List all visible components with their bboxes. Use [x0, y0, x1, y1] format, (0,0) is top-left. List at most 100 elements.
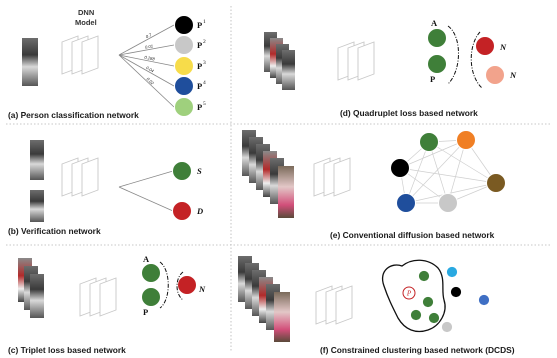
dcds-node-7 — [478, 294, 490, 306]
dcds-nodes — [410, 266, 490, 333]
edge-prob-3: 0.288 — [144, 55, 156, 62]
edge-prob-1: 0.7 — [145, 32, 153, 39]
node-anchor-d — [427, 28, 447, 48]
panel-d-quadruplet: A P N N (d) Quadruplet loss based networ… — [264, 18, 517, 118]
label-s: S — [197, 166, 202, 176]
label-anchor-c: A — [143, 254, 150, 264]
diffusion-node-4 — [486, 173, 506, 193]
dnn-layers-icon-b — [61, 157, 99, 197]
panel-dividers — [6, 6, 551, 352]
class-sup-1: 1 — [203, 19, 206, 25]
class-edge-2 — [118, 44, 175, 56]
person-image-b1 — [30, 140, 44, 180]
label-negative-d2: N — [509, 70, 517, 80]
class-edge-1 — [118, 24, 175, 56]
mesh-edge — [399, 139, 467, 169]
margin-arc-c1 — [159, 261, 169, 309]
label-d: D — [196, 206, 203, 216]
mesh-edge — [399, 167, 497, 184]
person-image-a — [22, 38, 38, 86]
diffusion-nodes — [390, 130, 506, 213]
node-positive-d — [427, 54, 447, 74]
class-sup-2: 2 — [203, 39, 206, 45]
node-s — [172, 161, 192, 181]
label-anchor-d: A — [431, 18, 438, 28]
dnn-layers-icon — [61, 35, 99, 75]
class-edge-5 — [118, 54, 175, 108]
label-probe: P — [406, 290, 412, 298]
dnn-layers-icon-d — [337, 41, 375, 81]
caption-b: (b) Verification network — [8, 226, 101, 236]
margin-arc-c2 — [176, 271, 184, 301]
person-image-c3 — [30, 274, 44, 318]
diffusion-node-1 — [419, 132, 439, 152]
node-negative-d1 — [475, 36, 495, 56]
margin-arc-d2 — [470, 31, 483, 89]
dnn-layers-icon-c — [79, 277, 117, 317]
panel-f-dcds: P (f) Constrained clustering based netwo… — [238, 256, 515, 355]
diffusion-node-6 — [438, 193, 458, 213]
dcds-node-2 — [422, 296, 434, 308]
dnn-layers-icon-f — [315, 285, 353, 325]
node-d — [172, 201, 192, 221]
dcds-node-1 — [418, 270, 430, 282]
dcds-node-6 — [450, 286, 462, 298]
edge-prob-4: 0.04 — [145, 65, 155, 74]
class-label-5: P — [197, 102, 202, 112]
class-label-4: P — [197, 81, 202, 91]
class-sup-5: 5 — [203, 101, 206, 107]
class-label-1: P — [197, 20, 202, 30]
caption-d: (d) Quadruplet loss based network — [340, 108, 478, 118]
class-node-5 — [174, 97, 194, 117]
person-image-e6 — [278, 166, 294, 218]
mesh-edge — [405, 139, 467, 204]
dnn-title-line1: DNN — [78, 8, 94, 17]
class-node-3 — [174, 56, 194, 76]
diffusion-node-5 — [396, 193, 416, 213]
person-image-f6 — [274, 292, 290, 342]
caption-c: (c) Triplet loss based network — [8, 345, 126, 355]
class-sup-3: 3 — [203, 60, 206, 66]
mesh-edge — [405, 182, 497, 204]
node-positive-c — [141, 287, 161, 307]
caption-e: (e) Conventional diffusion based network — [330, 230, 495, 240]
class-node-1 — [174, 15, 194, 35]
person-image-d4 — [282, 50, 295, 90]
caption-f: (f) Constrained clustering based network… — [320, 345, 515, 355]
mesh-edge — [428, 141, 449, 204]
edge-prob-2: 0.01 — [145, 43, 154, 49]
diffusion-node-2 — [456, 130, 476, 150]
edge-prob-5: 0.02 — [146, 76, 156, 86]
mesh-edge — [447, 139, 467, 204]
class-sup-4: 4 — [203, 80, 206, 86]
node-anchor-c — [141, 263, 161, 283]
label-positive-d: P — [430, 74, 435, 84]
dnn-layers-icon-e — [313, 157, 351, 197]
classification-edges: 0.7 0.01 0.288 0.04 0.02 — [118, 24, 175, 108]
class-node-2 — [174, 35, 194, 55]
class-label-2: P — [197, 40, 202, 50]
class-node-4 — [174, 76, 194, 96]
dcds-node-5 — [446, 266, 458, 278]
node-negative-c — [177, 275, 197, 295]
dcds-node-8 — [441, 321, 453, 333]
label-negative-c: N — [198, 284, 206, 294]
dcds-node-4 — [428, 312, 440, 324]
caption-a: (a) Person classification network — [8, 110, 139, 120]
dcds-node-3 — [410, 309, 422, 321]
label-positive-c: P — [143, 307, 148, 317]
panel-c-triplet: A P N (c) Triplet loss based network — [8, 254, 206, 355]
mesh-edge — [405, 141, 430, 204]
node-negative-d2 — [485, 65, 505, 85]
class-label-3: P — [197, 61, 202, 71]
class-edge-4 — [118, 54, 175, 87]
panel-e-diffusion: (e) Conventional diffusion based network — [242, 130, 506, 240]
dnn-title-line2: Model — [75, 18, 97, 27]
mesh-edge — [428, 141, 497, 184]
node-probe — [402, 286, 416, 300]
panel-b-verification: S D (b) Verification network — [8, 140, 203, 236]
person-image-b2 — [30, 190, 44, 222]
